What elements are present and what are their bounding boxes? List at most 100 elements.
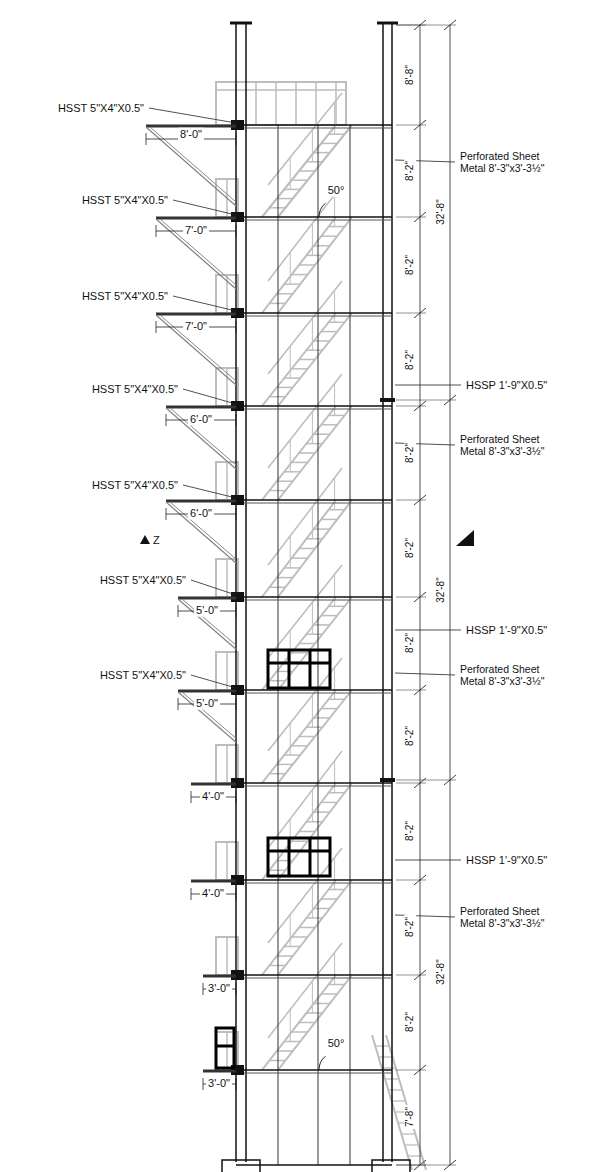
stair-tread xyxy=(269,680,285,682)
dimension-tick xyxy=(203,1078,204,1090)
hsst-brace xyxy=(150,127,236,202)
dimension-label: 8'-2" xyxy=(404,441,416,465)
dimension-label: 8'-2" xyxy=(404,348,416,372)
hsst-brace xyxy=(156,219,236,289)
stair-tread xyxy=(321,993,337,995)
leader-line xyxy=(173,200,236,215)
dimension-label: 32'-8" xyxy=(435,575,447,604)
dimension-tick xyxy=(236,133,237,145)
hsst-brace xyxy=(178,599,236,649)
leader-line xyxy=(149,108,236,123)
extension-line xyxy=(396,406,426,407)
hsst-brace xyxy=(156,315,236,385)
stair-tread xyxy=(306,1012,322,1014)
stair-stringer xyxy=(262,217,336,313)
member-label: HSSP 1'-9"X0.5" xyxy=(464,624,549,637)
window-frame xyxy=(268,650,330,688)
stair-tread xyxy=(314,1003,330,1005)
stair-tread xyxy=(314,908,330,910)
dimension-label: 8'-0" xyxy=(178,128,204,141)
stair-tread xyxy=(306,443,322,445)
cantilever-platform xyxy=(191,783,236,786)
floor-beam xyxy=(236,220,392,221)
structure-layer xyxy=(146,23,410,1172)
dimension-tick xyxy=(166,414,167,426)
stair-baluster xyxy=(290,252,291,284)
dimension-label: 8'-2" xyxy=(404,724,416,748)
stair-baluster xyxy=(312,981,313,1013)
cantilever-platform xyxy=(156,217,236,220)
dimension-label: 7'-0" xyxy=(183,224,209,237)
hsst-brace xyxy=(160,315,236,381)
dimension-tick xyxy=(236,888,237,900)
stair-stringer xyxy=(262,975,336,1070)
window-frame xyxy=(268,850,330,853)
stair-tread xyxy=(292,745,308,747)
window-frame xyxy=(288,650,291,688)
guard-rail-post xyxy=(275,82,277,125)
stair-tread xyxy=(269,587,285,589)
stair-baluster xyxy=(312,223,313,255)
floor-beam xyxy=(236,693,392,694)
landing-railing xyxy=(216,745,238,783)
extension-line xyxy=(396,880,426,881)
dimension-layer xyxy=(140,20,474,1170)
stair-tread xyxy=(269,870,285,872)
stair-tread xyxy=(292,462,308,464)
dimension-tick xyxy=(236,791,237,803)
landing-railing xyxy=(226,559,228,597)
stair-tread xyxy=(299,359,315,361)
landing-railing xyxy=(216,937,238,975)
dimension-label: 32'-8" xyxy=(435,957,447,986)
dimension-label: 32'-8" xyxy=(435,197,447,226)
stair-handrail xyxy=(268,281,342,374)
frame-post xyxy=(278,125,279,1165)
stair-tread xyxy=(314,624,330,626)
stair-tread xyxy=(292,179,308,181)
stair-stringer xyxy=(278,597,352,690)
dimension-label: 8'-2" xyxy=(404,536,416,560)
angle-arc xyxy=(319,1056,325,1070)
dimension-label: 3'-0" xyxy=(206,982,232,995)
stair-baluster xyxy=(312,790,313,822)
stair-tread xyxy=(284,1041,300,1043)
floor-beam xyxy=(236,1164,392,1166)
cantilever-platform xyxy=(178,597,236,600)
stair-stringer xyxy=(278,880,352,975)
guard-rail-post xyxy=(315,82,317,125)
floor-beam xyxy=(236,316,392,317)
frame-post xyxy=(350,125,351,1165)
stair-tread xyxy=(299,170,315,172)
dimension-line xyxy=(420,25,421,1165)
stair-tread xyxy=(292,274,308,276)
stair-baluster xyxy=(290,536,291,568)
material-note: Perforated Sheet Metal 8'-3"x3'-3½" xyxy=(458,905,566,929)
stair-tread xyxy=(292,652,308,654)
material-note: Perforated Sheet Metal 8'-3"x3'-3½" xyxy=(458,150,566,174)
material-note: Perforated Sheet Metal 8'-3"x3'-3½" xyxy=(458,663,566,687)
member-label: HSST 5"X4"X0.5" xyxy=(90,383,180,396)
dimension-label: 5'-0" xyxy=(194,604,220,617)
column xyxy=(245,24,247,1162)
stair-tread xyxy=(314,340,330,342)
stair-tread xyxy=(269,303,285,305)
section-marker xyxy=(140,535,150,544)
stair-tread xyxy=(292,840,308,842)
stair-tread xyxy=(269,773,285,775)
stair-stringer xyxy=(278,690,352,783)
column-splice xyxy=(380,778,395,782)
stair-baluster xyxy=(290,440,291,472)
footing xyxy=(222,1160,260,1172)
stair-stringer xyxy=(262,690,336,783)
floor-beam xyxy=(236,786,392,787)
stair-tread xyxy=(321,143,337,145)
window-frame xyxy=(268,838,330,876)
stair-handrail xyxy=(268,374,342,468)
dimension-tick xyxy=(146,133,147,145)
stair-baluster xyxy=(312,412,313,444)
door-frame xyxy=(216,1045,234,1048)
landing-railing xyxy=(216,559,238,597)
stair-tread xyxy=(284,946,300,948)
column-cap xyxy=(377,22,398,25)
stair-handrail xyxy=(268,943,342,1038)
